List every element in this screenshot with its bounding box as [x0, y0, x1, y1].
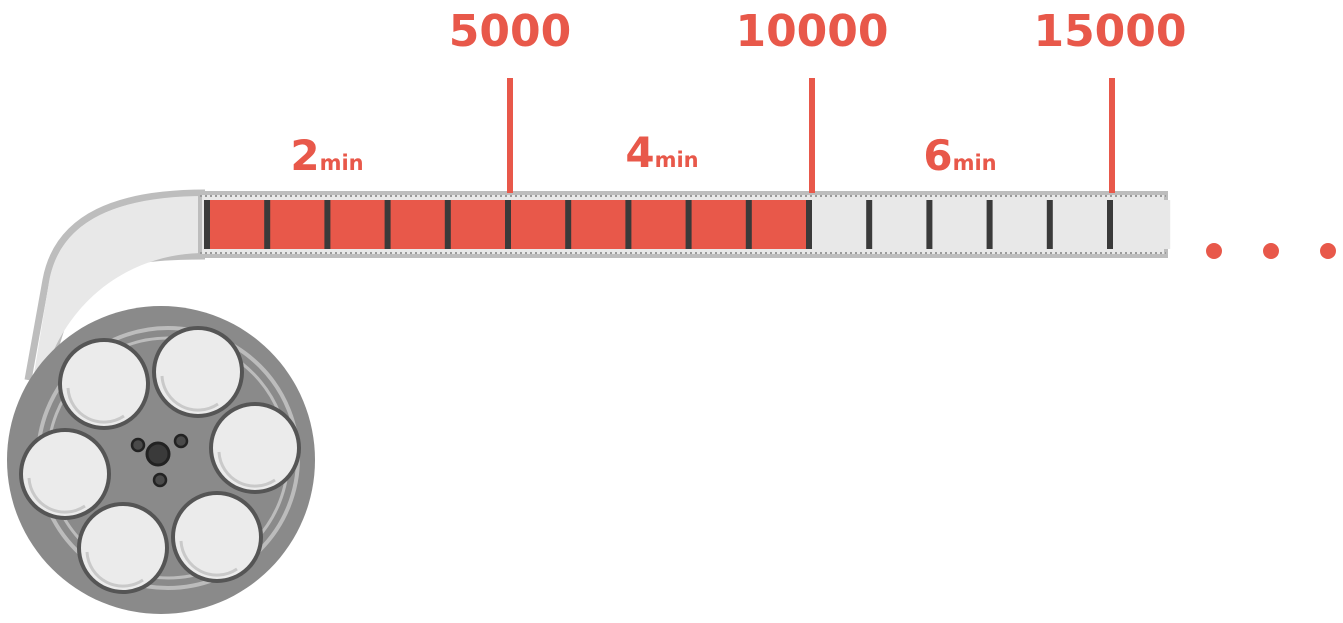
reel-hole-shine — [27, 477, 86, 514]
frame-divider — [565, 200, 572, 249]
frame-divider — [866, 200, 873, 249]
duration-label-4min: 4min — [625, 128, 698, 177]
duration-number: 6 — [923, 131, 952, 180]
duration-unit: min — [320, 151, 364, 175]
film-frame-filled — [207, 200, 268, 249]
frame-divider — [384, 200, 391, 249]
reel-hole — [19, 428, 111, 520]
reel-hole-shine — [179, 540, 238, 577]
ellipsis-dot — [1206, 243, 1222, 259]
hub-pin — [130, 437, 146, 453]
duration-unit: min — [655, 148, 699, 172]
film-frame-filled — [508, 200, 569, 249]
reel-hole — [152, 326, 244, 418]
frame-divider — [1107, 200, 1113, 249]
film-frame — [1049, 200, 1110, 249]
film-frame — [869, 200, 930, 249]
ellipsis-icon — [1206, 243, 1336, 259]
film-frame — [1110, 200, 1171, 249]
duration-unit: min — [953, 151, 997, 175]
frame-divider — [625, 200, 632, 249]
frame-divider — [986, 200, 993, 249]
frame-divider — [926, 200, 933, 249]
frame-divider — [685, 200, 692, 249]
marker-layer: 5000 10000 15000 — [449, 6, 1187, 193]
film-frame — [809, 200, 870, 249]
film-reel-icon — [7, 306, 315, 614]
duration-label-6min: 6min — [923, 131, 996, 180]
ellipsis-dot — [1263, 243, 1279, 259]
reel-hub — [130, 433, 189, 488]
reel-hole — [77, 502, 169, 594]
duration-layer: 2min 4min 6min — [290, 128, 996, 180]
film-strip-curve — [24, 189, 206, 382]
frame-divider — [505, 200, 511, 249]
marker-label-15000: 15000 — [1033, 6, 1186, 57]
film-frame-filled — [628, 200, 689, 249]
marker-label-10000: 10000 — [735, 6, 888, 57]
duration-number: 4 — [625, 128, 654, 177]
film-frame-filled — [748, 200, 809, 249]
frame-divider — [745, 200, 752, 249]
frame-divider — [264, 200, 271, 249]
film-frame — [929, 200, 990, 249]
film-frame — [989, 200, 1050, 249]
reel-hole — [58, 338, 150, 430]
duration-number: 2 — [290, 131, 319, 180]
marker-label-5000: 5000 — [449, 6, 571, 57]
frame-divider — [1046, 200, 1053, 249]
ellipsis-dot — [1320, 243, 1336, 259]
frame-divider — [204, 200, 210, 249]
hub-pin — [152, 472, 168, 488]
frame-divider — [806, 200, 812, 249]
reel-hole — [209, 402, 301, 494]
hub-pin — [173, 433, 189, 449]
reel-hole-shine — [85, 551, 144, 588]
film-frame-filled — [327, 200, 388, 249]
reel-hole-shine — [217, 451, 276, 488]
duration-label-2min: 2min — [290, 131, 363, 180]
reel-hole-shine — [66, 387, 125, 424]
frame-divider — [444, 200, 451, 249]
film-strip-icon — [198, 191, 1171, 258]
frame-divider — [324, 200, 331, 249]
reel-hole — [171, 491, 263, 583]
film-frame-filled — [568, 200, 629, 249]
film-frame-filled — [688, 200, 749, 249]
hub-center — [145, 441, 171, 467]
film-frame-filled — [267, 200, 328, 249]
film-frame-filled — [387, 200, 448, 249]
reel-hole-shine — [160, 375, 219, 412]
film-frame-filled — [447, 200, 508, 249]
